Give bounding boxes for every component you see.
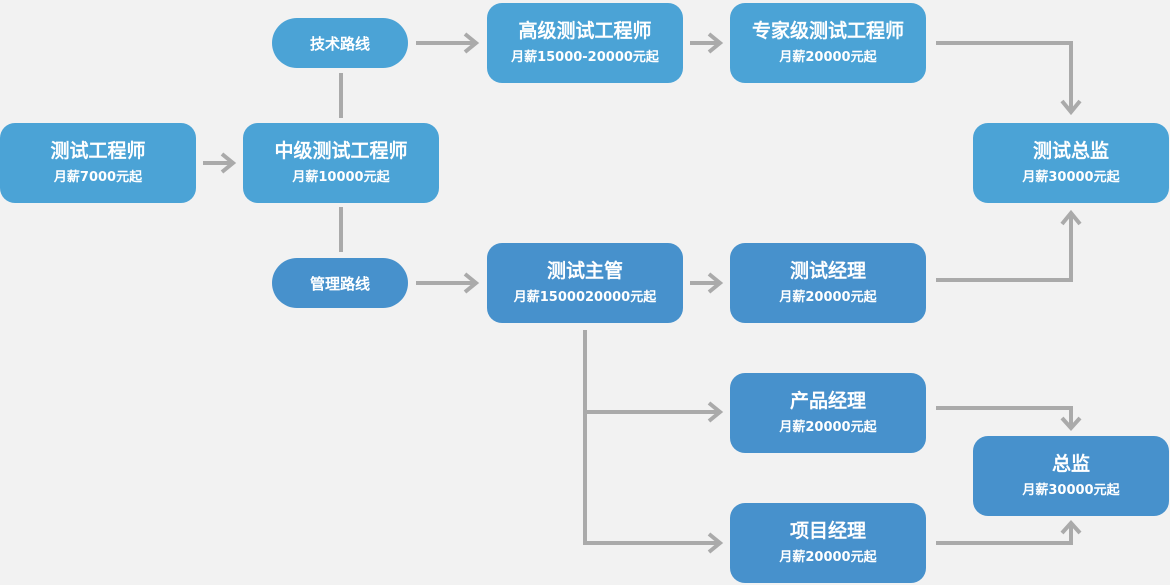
node-mid-test-engineer: 中级测试工程师 月薪10000元起: [243, 123, 439, 203]
node-title: 测试总监: [1032, 140, 1109, 162]
arrow-tech-to-senior: [416, 32, 480, 54]
node-title: 测试工程师: [50, 140, 146, 162]
node-salary: 月薪20000元起: [779, 420, 877, 435]
node-salary: 月薪30000元起: [1022, 170, 1120, 185]
node-test-manager: 测试经理 月薪20000元起: [730, 243, 926, 323]
node-salary: 月薪1500020000元起: [513, 290, 657, 305]
arrow-project-to-director: [936, 520, 1082, 545]
arrow-mgmt-to-supervisor: [416, 272, 480, 294]
node-product-manager: 产品经理 月薪20000元起: [730, 373, 926, 453]
node-salary: 月薪30000元起: [1022, 483, 1120, 498]
node-director: 总监 月薪30000元起: [973, 436, 1169, 516]
arrow-senior-to-expert: [690, 32, 724, 54]
node-salary: 月薪20000元起: [779, 50, 877, 65]
node-salary: 月薪15000-20000元起: [511, 50, 659, 65]
node-title: 测试主管: [546, 260, 623, 282]
arrow-expert-to-test-director: [936, 41, 1082, 116]
node-title: 高级测试工程师: [518, 20, 652, 42]
arrow-supervisor-to-manager: [690, 272, 724, 294]
node-title: 中级测试工程师: [274, 140, 408, 162]
node-expert-test-engineer: 专家级测试工程师 月薪20000元起: [730, 3, 926, 83]
arrow-manager-to-test-director: [936, 209, 1082, 282]
node-test-engineer: 测试工程师 月薪7000元起: [0, 123, 196, 203]
node-salary: 月薪10000元起: [292, 170, 390, 185]
node-title: 测试经理: [789, 260, 866, 282]
node-title: 总监: [1051, 453, 1090, 475]
node-title: 项目经理: [789, 520, 866, 542]
route-management-label: 管理路线: [309, 274, 370, 293]
arrow-supervisor-to-project: [585, 532, 724, 554]
node-title: 产品经理: [789, 390, 866, 412]
arrow-supervisor-to-product: [585, 401, 724, 423]
arrow-test-to-mid: [203, 152, 237, 174]
node-salary: 月薪7000元起: [53, 170, 143, 185]
node-senior-test-engineer: 高级测试工程师 月薪15000-20000元起: [487, 3, 683, 83]
route-management: 管理路线: [272, 258, 408, 308]
route-technical: 技术路线: [272, 18, 408, 68]
node-salary: 月薪20000元起: [779, 290, 877, 305]
node-test-director: 测试总监 月薪30000元起: [973, 123, 1169, 203]
route-technical-label: 技术路线: [309, 34, 370, 53]
arrow-product-to-director: [936, 406, 1082, 431]
node-salary: 月薪20000元起: [779, 550, 877, 565]
node-test-supervisor: 测试主管 月薪1500020000元起: [487, 243, 683, 323]
node-project-manager: 项目经理 月薪20000元起: [730, 503, 926, 583]
node-title: 专家级测试工程师: [751, 20, 904, 42]
